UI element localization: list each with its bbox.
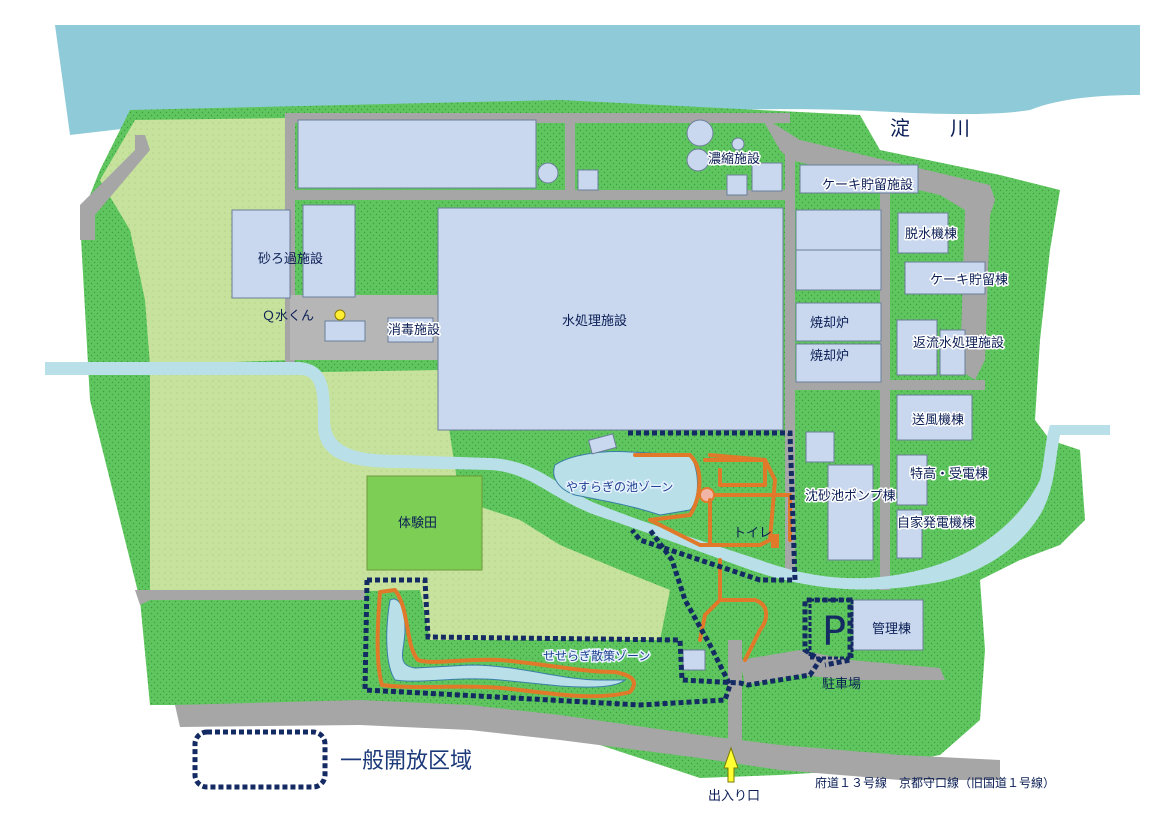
building-return-water [896,319,938,376]
east-cross-road [785,380,985,390]
river-label: 淀 川 [890,116,970,140]
legend-swatch [192,729,328,790]
northeast-road [760,115,995,380]
label-toilet: トイレ [733,526,772,541]
pond-shelter [587,433,617,455]
walking-path-inner [703,458,767,487]
walking-path-south [698,558,769,662]
public-area-stream-loop [362,528,733,708]
walking-path-pond [633,453,777,547]
label-stream-zone: せせらぎ散策ゾーン [543,648,650,663]
label-return-water: 返流水処理施設 [913,335,1004,351]
walking-path-link [708,493,792,547]
mascot-marker-icon [334,309,346,321]
building-tank-row-b [795,249,882,291]
perimeter-road [80,135,150,240]
prefectural-road [175,700,1000,780]
building-disinfection-b [387,317,434,343]
entrance-arrow-icon [723,746,739,783]
label-generator: 自家発電機棟 [897,515,975,531]
building-disinfection-a [324,320,366,342]
label-thickening: 濃縮施設 [708,151,760,167]
building-water-treatment [437,207,784,431]
label-substation: 特高・受電棟 [910,466,988,482]
parking-symbol: P [822,609,846,655]
label-sand-filter: 砂ろ過施設 [258,251,323,267]
building-generator [896,509,923,559]
building-dewatering [897,212,949,254]
label-experience-field: 体験田 [398,516,437,531]
building-blower [896,394,973,441]
north-road-2 [290,190,790,200]
entrance-road [728,640,742,745]
building-cake-storage-2 [904,261,986,295]
building-return-water-b [939,329,966,376]
building-substation [896,454,928,506]
seseragi-stream [386,598,627,688]
north-road [290,113,790,123]
yasuragi-pond [553,451,698,516]
building-small-a [577,169,599,191]
parking-area [808,598,854,660]
label-dewatering: 脱水機棟 [905,227,957,242]
public-area-pond [628,430,798,583]
east-road [785,150,795,580]
legend-label: 一般開放区域 [340,749,472,774]
label-management: 管理棟 [872,622,911,637]
building-cake-storage-1 [799,164,919,194]
southwest-road [135,590,365,605]
building-incinerator-2 [795,343,882,383]
west-field [100,118,290,365]
label-cake-storage-2: ケーキ貯留棟 [930,273,1008,288]
tank-4 [686,148,710,172]
label-blower: 送風機棟 [912,413,964,428]
label-grit-pump: 沈砂池ポンプ棟 [805,489,896,504]
label-water-treatment: 水処理施設 [562,313,627,329]
building-management [852,599,924,651]
label-mascot: Ｑ水くん [262,309,314,324]
building-toilet [771,534,779,548]
label-disinfection: 消毒施設 [388,322,440,338]
building-sedimentation-top [297,119,537,189]
tank-2 [731,137,745,151]
label-cake-storage-1: ケーキ貯留施設 [822,177,913,193]
building-small-b [726,174,748,196]
building-tank-row-a [795,209,882,251]
tank-3 [537,162,559,184]
parking-road [740,650,945,685]
label-entrance: 出入り口 [708,789,760,804]
walking-path-stream [375,588,636,699]
experience-field [366,475,483,571]
label-incinerator-2: 焼却炉 [810,349,849,364]
label-incinerator-1: 焼却炉 [810,316,849,331]
label-pond-zone: やすらぎの池ゾーン [566,480,673,494]
building-grit-pump [827,464,874,561]
building-incinerator-1 [795,302,882,342]
mid-road [565,113,575,198]
label-prefectural-road: 府道１３号線 京都守口線（旧国道１号線） [815,775,1055,790]
building-grit-pump-a [805,431,835,463]
building-rest-hut [682,649,706,671]
tank-1 [686,119,714,147]
label-parking: 駐車場 [822,677,861,692]
building-thickening [751,162,783,192]
building-sand-filter-a [231,209,291,299]
building-sand-filter-b [302,204,356,298]
